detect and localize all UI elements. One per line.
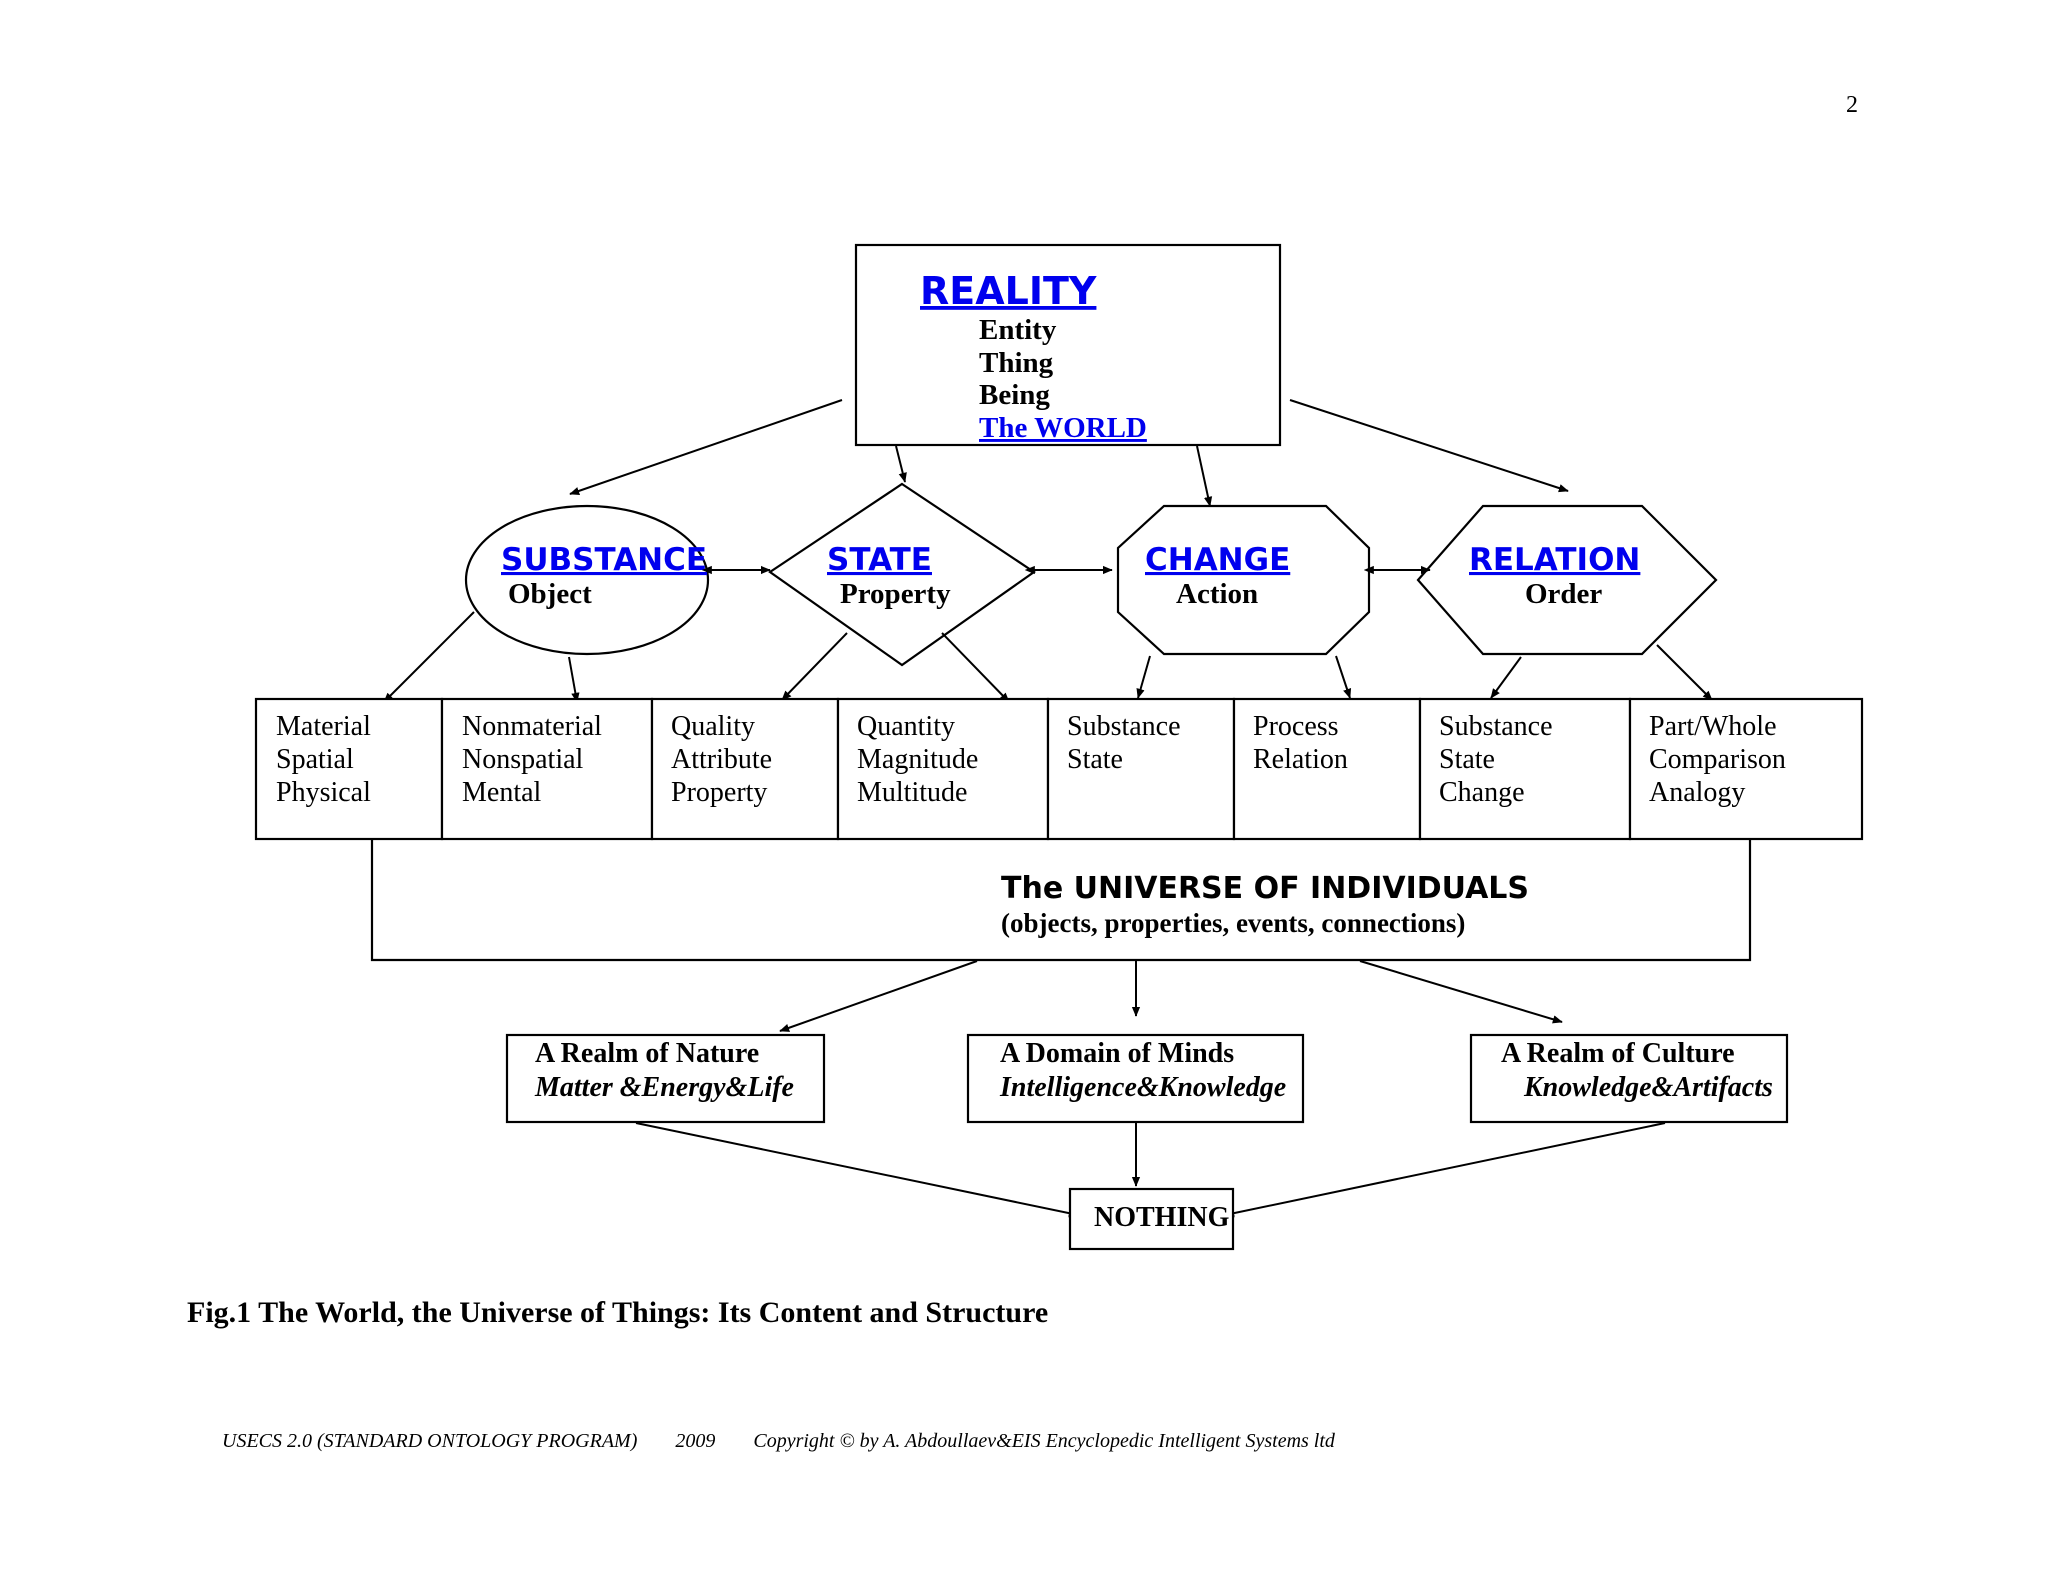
cell-material: Material <box>276 711 371 742</box>
arrow-reality-state <box>895 445 907 483</box>
cell-substance-2: Substance <box>1439 711 1553 742</box>
arrow-universe-culture <box>1359 960 1563 1024</box>
footer-year: 2009 <box>675 1430 716 1452</box>
footer-copyright: Copyright © by A. Abdoullaev&EIS Encyclo… <box>753 1430 1335 1452</box>
figure-caption: Fig.1 The World, the Universe of Things:… <box>187 1296 1049 1329</box>
realm-minds-title: A Domain of Minds <box>1000 1038 1234 1069</box>
cell-substance: Substance <box>1067 711 1181 742</box>
footer-program: USECS 2.0 (STANDARD ONTOLOGY PROGRAM) <box>222 1430 638 1452</box>
reality-line-thing: Thing <box>979 347 1054 379</box>
cell-change: Change <box>1439 777 1525 808</box>
relation-subtitle: Order <box>1525 578 1602 610</box>
arrow-nature-nothing <box>635 1122 1079 1218</box>
cell-multitude: Multitude <box>857 777 967 808</box>
reality-line-entity: Entity <box>979 314 1057 346</box>
substance-subtitle: Object <box>508 578 592 610</box>
change-subtitle: Action <box>1176 578 1258 610</box>
change-node: CHANGE Action <box>1116 504 1371 656</box>
reality-box: REALITY Entity Thing Being The WORLD <box>854 243 1282 447</box>
cell-quality: Quality <box>671 711 755 742</box>
arrow-change-substance-state <box>1136 655 1151 699</box>
cell-nonmaterial: Nonmaterial <box>462 711 602 742</box>
arrow-change-process <box>1335 655 1352 699</box>
cells-row: Material Spatial Physical Nonmaterial No… <box>254 697 1864 841</box>
change-title[interactable]: CHANGE <box>1145 542 1290 578</box>
arrow-relation-part-whole <box>1656 644 1713 701</box>
relation-node: RELATION Order <box>1416 504 1718 656</box>
cell-comparison: Comparison <box>1649 744 1786 775</box>
universe-box: The UNIVERSE OF INDIVIDUALS (objects, pr… <box>370 839 1752 962</box>
nothing-label: NOTHING <box>1094 1202 1230 1233</box>
cell-analogy: Analogy <box>1649 777 1745 808</box>
reality-title[interactable]: REALITY <box>920 269 1097 313</box>
state-node: STATE Property <box>768 482 1036 667</box>
cell-magnitude: Magnitude <box>857 744 978 775</box>
universe-title: The UNIVERSE OF INDIVIDUALS <box>1001 871 1529 906</box>
cell-state: State <box>1067 744 1123 775</box>
relation-title[interactable]: RELATION <box>1469 542 1640 578</box>
arrow-reality-substance <box>569 399 843 495</box>
arrow-substance-material <box>383 611 475 703</box>
world-link[interactable]: The WORLD <box>979 412 1147 444</box>
arrow-state-quantity <box>941 632 1010 703</box>
reality-line-being: Being <box>979 379 1050 411</box>
page-number: 2 <box>1846 92 1858 118</box>
cell-mental: Mental <box>462 777 542 808</box>
realm-culture: A Realm of Culture Knowledge&Artifacts <box>1469 1033 1789 1124</box>
realm-culture-subtitle: Knowledge&Artifacts <box>1523 1072 1773 1103</box>
cell-part-whole: Part/Whole <box>1649 711 1777 742</box>
cell-relation: Relation <box>1253 744 1348 775</box>
arrow-culture-nothing <box>1224 1122 1666 1218</box>
substance-title[interactable]: SUBSTANCE <box>501 542 707 578</box>
arrow-reality-change <box>1196 445 1213 507</box>
universe-subtitle: (objects, properties, events, connection… <box>1001 908 1465 938</box>
state-subtitle: Property <box>840 578 951 610</box>
arrow-substance-nonmaterial <box>568 656 580 703</box>
arrow-relation-substance-state-change <box>1490 656 1522 699</box>
realm-nature-subtitle: Matter &Energy&Life <box>534 1072 794 1103</box>
realm-minds-subtitle: Intelligence&Knowledge <box>999 1072 1286 1103</box>
cell-property: Property <box>671 777 767 808</box>
arrow-reality-relation <box>1289 399 1569 493</box>
realm-minds: A Domain of Minds Intelligence&Knowledge <box>966 1033 1305 1124</box>
arrow-universe-nature <box>779 960 978 1032</box>
cell-quantity: Quantity <box>857 711 955 742</box>
cell-attribute: Attribute <box>671 744 772 775</box>
cell-spatial: Spatial <box>276 744 354 775</box>
cell-physical: Physical <box>276 777 371 808</box>
cell-state-2: State <box>1439 744 1495 775</box>
realm-nature-title: A Realm of Nature <box>535 1038 759 1069</box>
substance-node: SUBSTANCE Object <box>464 504 710 656</box>
nothing-box: NOTHING <box>1068 1187 1235 1251</box>
page-footer: USECS 2.0 (STANDARD ONTOLOGY PROGRAM) 200… <box>222 1430 1373 1453</box>
realm-nature: A Realm of Nature Matter &Energy&Life <box>505 1033 826 1124</box>
cell-nonspatial: Nonspatial <box>462 744 584 775</box>
realm-culture-title: A Realm of Culture <box>1501 1038 1735 1069</box>
arrow-state-quality <box>781 632 848 701</box>
state-title[interactable]: STATE <box>827 542 932 578</box>
cell-process: Process <box>1253 711 1339 742</box>
